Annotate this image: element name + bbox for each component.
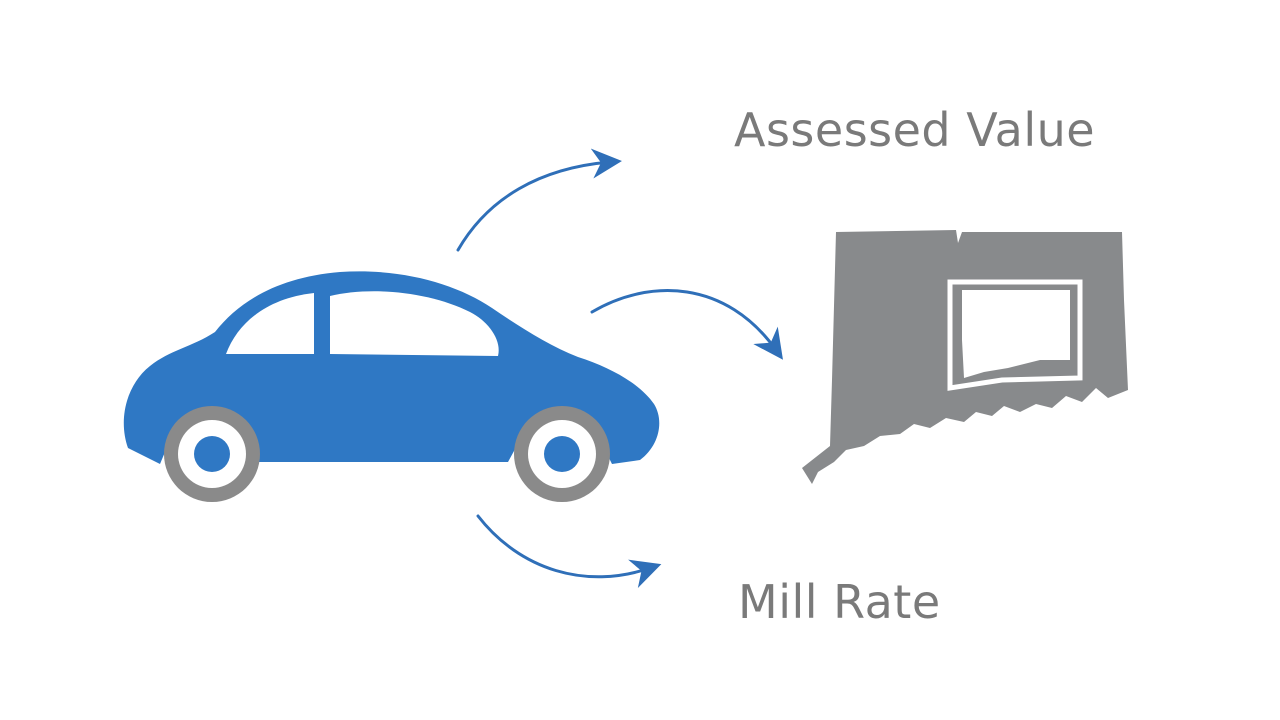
arrow-to-mill-rate: [476, 514, 662, 589]
arrow-to-state: [590, 289, 783, 360]
car-icon: [123, 271, 660, 502]
front-wheel: [164, 406, 260, 502]
rear-wheel: [514, 406, 610, 502]
connecticut-map-icon: [802, 230, 1128, 484]
mill-rate-label: Mill Rate: [738, 575, 941, 629]
assessed-value-label: Assessed Value: [734, 103, 1096, 157]
arrow-to-assessed-value: [456, 148, 622, 252]
arrows: [456, 148, 783, 589]
